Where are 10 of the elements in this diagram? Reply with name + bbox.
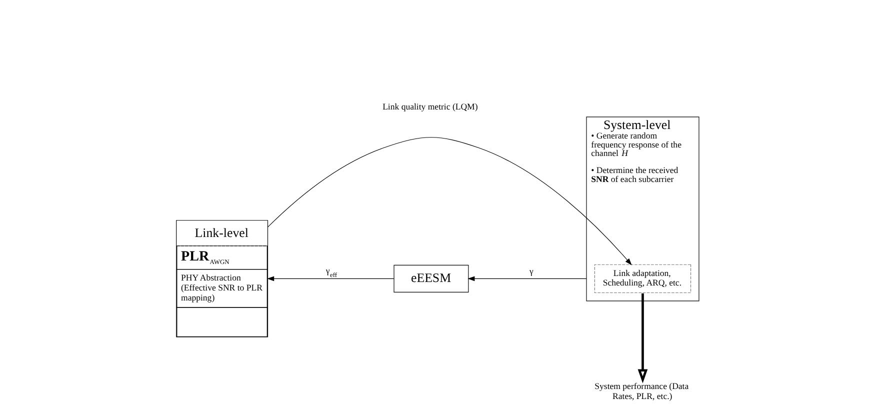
node-box: Link adaptation, Scheduling, ARQ, etc. [594,264,692,294]
arrow [268,137,632,266]
node-text: System performance (Data Rates, PLR, etc.) [594,381,689,402]
edge-label: γ [529,266,534,276]
edge-label: γ$_{eff}$ [326,265,338,279]
edge-label: Link quality metric (LQM) [382,101,478,112]
arrow [638,293,648,384]
arrow [267,276,394,282]
node-box: eEESM [394,264,469,292]
arrow [468,276,587,282]
